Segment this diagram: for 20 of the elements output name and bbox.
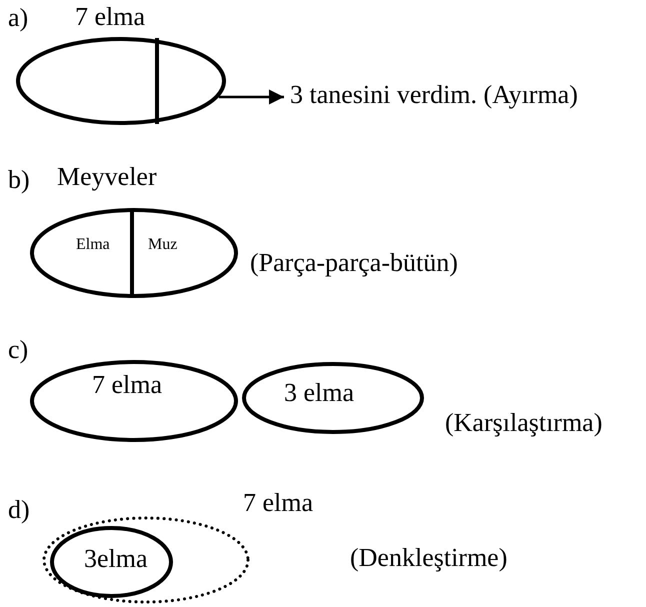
ellipse-node (242, 362, 426, 436)
item-letter: d) (8, 495, 30, 525)
node-heading: 7 elma (243, 488, 314, 518)
node-label: 7 elma (92, 370, 162, 400)
ellipse-node (30, 360, 240, 444)
annotation-text: 3 tanesini verdim. (Ayırma) (290, 80, 635, 114)
ellipse-node (50, 526, 175, 600)
item-letter: c) (8, 335, 28, 365)
node-label: 3 elma (284, 378, 354, 408)
category-label: (Denkleştirme) (350, 543, 508, 573)
node-heading: Meyveler (57, 162, 157, 192)
node-label: Muz (148, 236, 178, 254)
item-letter: b) (8, 165, 30, 195)
arrow (218, 90, 284, 104)
node-label: Elma (76, 236, 110, 254)
category-label: (Karşılaştırma) (445, 408, 602, 438)
item-letter: a) (8, 3, 28, 33)
node-label: 3elma (84, 544, 148, 574)
category-label: (Parça-parça-bütün) (250, 248, 458, 278)
node-heading: 7 elma (75, 2, 146, 32)
